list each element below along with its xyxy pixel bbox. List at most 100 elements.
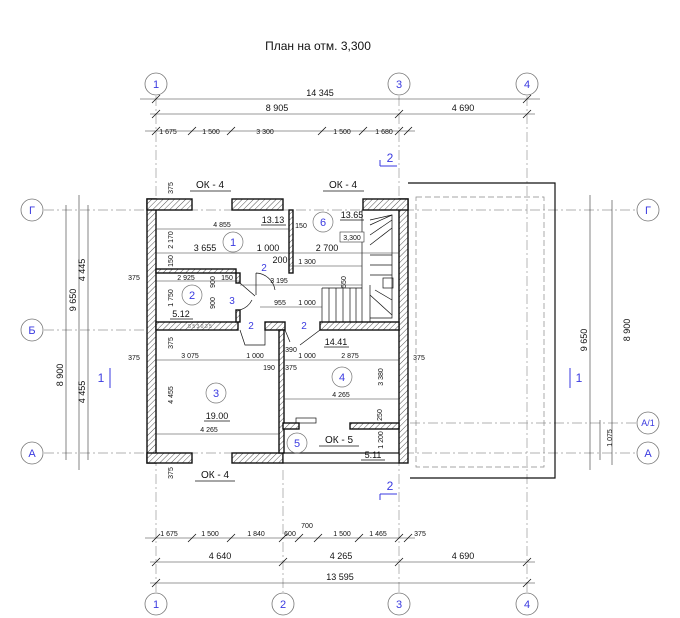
axis-marker: 3: [396, 599, 402, 611]
interior-dim: 375: [168, 182, 175, 194]
dim-bottom: 1 500: [201, 531, 219, 538]
dim-total-top: 14 345: [306, 88, 334, 98]
dim-bottom: 375: [414, 531, 426, 538]
dim-top: 4 690: [452, 103, 475, 113]
interior-dim: 900: [210, 297, 217, 309]
interior-dim: 955: [274, 300, 286, 307]
axis-marker: А/1: [641, 418, 655, 428]
axis-marker: 1: [153, 79, 159, 91]
doors: [239, 272, 321, 424]
interior-dim: 1 000: [257, 243, 280, 253]
interior-dim: 2 875: [341, 353, 359, 360]
axis-marker: Б: [28, 325, 35, 337]
room-number: 2: [189, 290, 195, 302]
dim-bottom: 1 840: [247, 531, 265, 538]
axis-marker: 4: [524, 79, 530, 91]
interior-dim: 1 200: [378, 431, 385, 449]
section-mark: 2: [387, 151, 394, 165]
room-area: 5.11: [365, 450, 382, 460]
interior-dim: 3 195: [270, 278, 288, 285]
dim-top: 1 680: [375, 129, 393, 136]
dim-bottom: 4 265: [330, 551, 353, 561]
door-mark: 2: [248, 321, 254, 332]
walls: [146, 198, 409, 464]
interior-dim: 3 075: [181, 353, 199, 360]
interior-dim: 150: [221, 275, 233, 282]
window-label: ОК - 4: [201, 470, 229, 481]
room-number: 6: [320, 217, 326, 229]
window-label: ОК - 4: [329, 180, 357, 191]
dim-top: 8 905: [266, 103, 289, 113]
interior-dim: 2 700: [316, 243, 339, 253]
room-area: 13.13: [262, 215, 285, 225]
plan-title: План на отм. 3,300: [265, 39, 371, 53]
axis-marker: 2: [280, 599, 286, 611]
interior-dim: 4 855: [213, 222, 231, 229]
interior-dim: 390: [285, 347, 297, 354]
dim-top: 1 500: [333, 129, 351, 136]
room-number: 4: [339, 372, 345, 384]
dim-bottom: 1 465: [369, 531, 387, 538]
dim-left: 375: [128, 275, 140, 282]
interior-dim: 150: [168, 255, 175, 267]
interior-dim: 4 265: [200, 427, 218, 434]
room-number: 1: [230, 237, 236, 249]
axis-markers: [20, 72, 660, 616]
section-mark: 2: [387, 479, 394, 493]
interior-dim: 900: [210, 276, 217, 288]
staircase: [321, 209, 400, 323]
window-label: ОК - 5: [325, 435, 353, 446]
interior-dim: 4 455: [168, 386, 175, 404]
dim-bottom: 700: [301, 523, 313, 530]
dim-right: 8 900: [622, 319, 632, 342]
dim-right: 9 650: [579, 329, 589, 352]
dim-top: 3 300: [256, 129, 274, 136]
axis-marker: А: [644, 448, 652, 460]
axis-marker: Г: [645, 205, 651, 217]
interior-dim: 550: [341, 276, 348, 288]
dim-bottom: 4 690: [452, 551, 475, 561]
axis-marker: 3: [396, 79, 402, 91]
interior-dim: 1 000: [298, 300, 316, 307]
interior-dim: 150: [295, 223, 307, 230]
door-mark: 2: [261, 263, 267, 274]
interior-dim: 1 000: [298, 353, 316, 360]
terrace-outline: [408, 182, 556, 479]
level-mark-box: [339, 231, 365, 243]
dim-left: 4 455: [77, 381, 87, 404]
room-area: 13.65: [341, 210, 364, 220]
interior-dim: 1 000: [246, 353, 264, 360]
interior-dim: 4 265: [332, 392, 350, 399]
room-area: 5.12: [172, 309, 190, 319]
room-markers: [181, 211, 353, 454]
interior-dim: 375: [168, 337, 175, 349]
room-number: 5: [294, 438, 300, 450]
interior-dim: 190: [263, 365, 275, 372]
interior-dim: 2 925: [177, 275, 195, 282]
dim-left: 9 650: [68, 289, 78, 312]
dim-top: 1 675: [159, 129, 177, 136]
section-mark: 1: [98, 371, 105, 385]
section-mark: 1: [576, 371, 583, 385]
interior-dimension-lines: [156, 228, 399, 435]
interior-dim: 375: [285, 365, 297, 372]
axis-marker: 4: [524, 599, 530, 611]
dim-total-bottom: 13 595: [326, 572, 354, 582]
dim-left: 375: [128, 355, 140, 362]
interior-dim: 5 5 3 0 3 5: [188, 324, 212, 330]
section-arrows: [109, 160, 571, 500]
dim-bottom: 1 500: [333, 531, 351, 538]
dim-right: 1 075: [607, 429, 614, 447]
interior-dim: 1 750: [168, 289, 175, 307]
room-area: 19.00: [206, 411, 229, 421]
dim-top: 1 500: [202, 129, 220, 136]
interior-dim: 200: [272, 255, 287, 265]
dim-bottom: 4 640: [209, 551, 232, 561]
dim-bottom: 1 675: [160, 531, 178, 538]
interior-dim: 250: [377, 409, 384, 421]
room-area: 14.41: [325, 337, 348, 347]
dim-right: 375: [413, 355, 425, 362]
interior-dim: 3 655: [194, 243, 217, 253]
dim-left: 4 445: [77, 259, 87, 282]
